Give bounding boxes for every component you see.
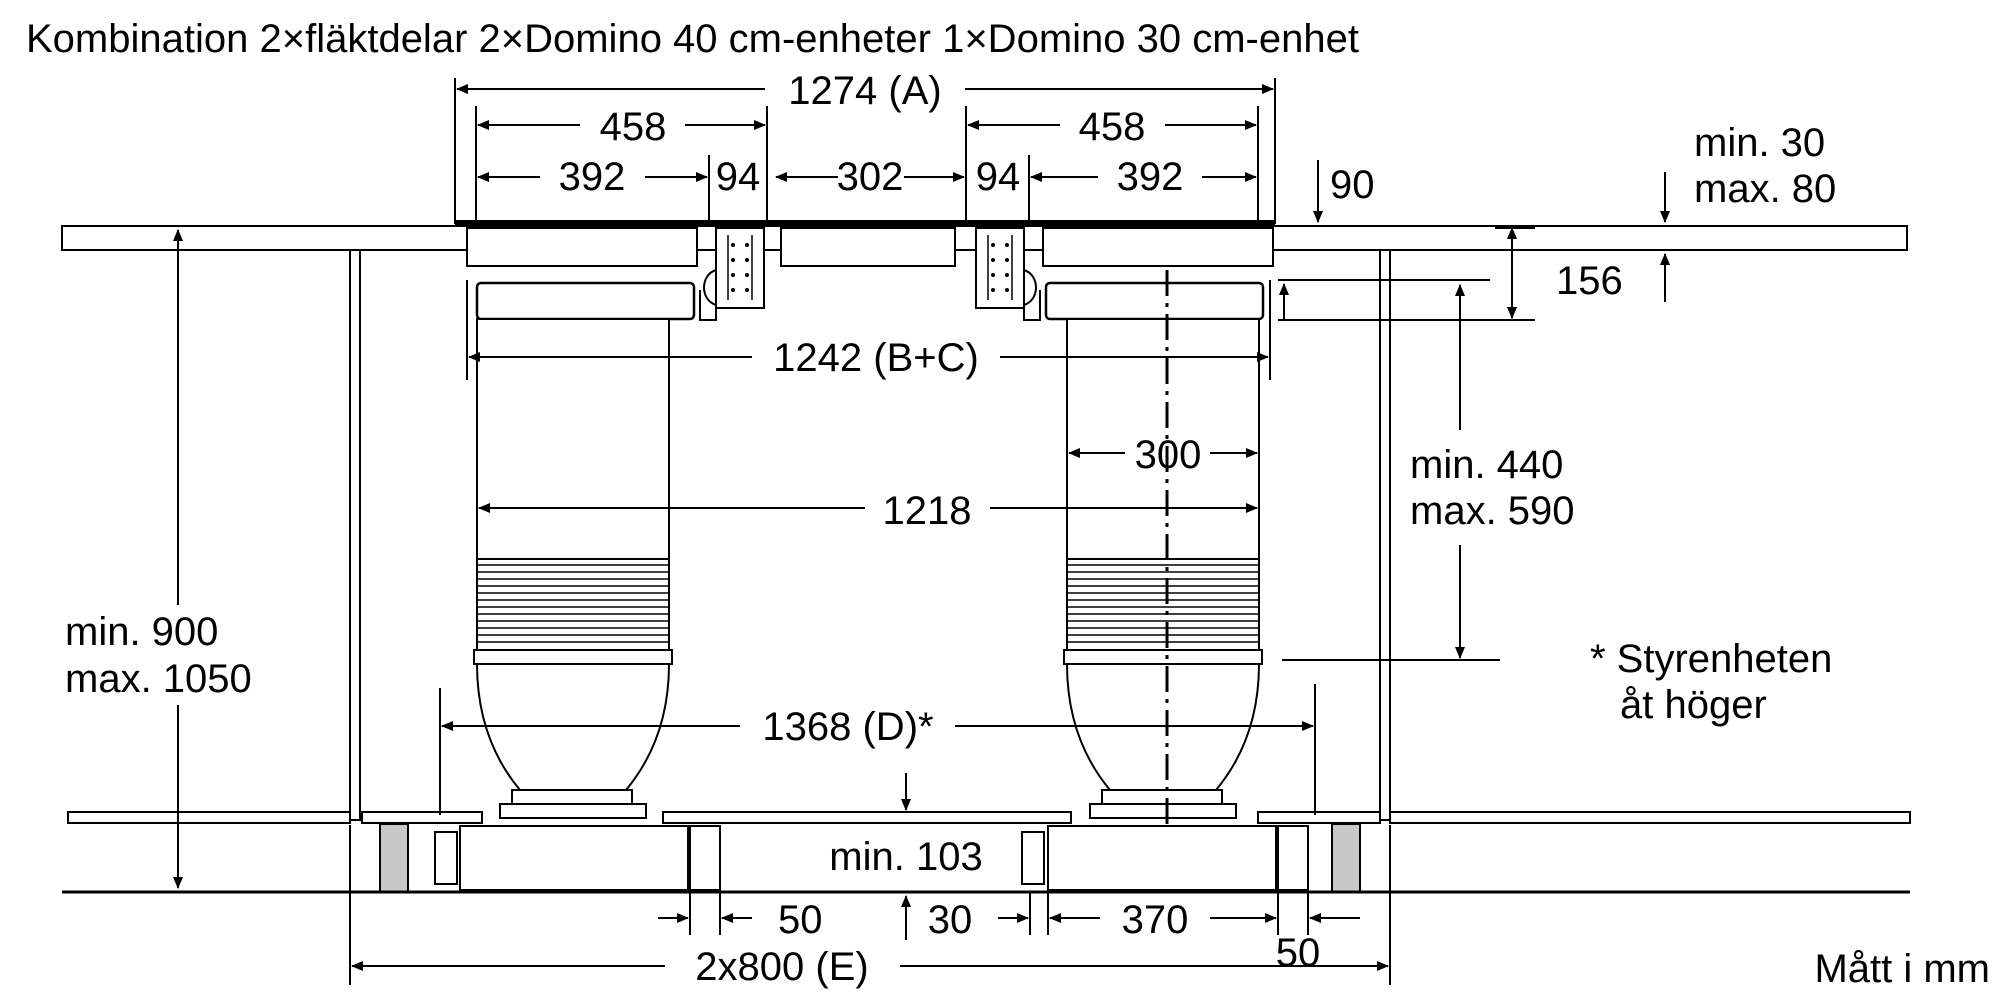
base-shelf-5	[1389, 811, 1911, 824]
dim-458-left: 458	[600, 105, 667, 149]
dim-94-left: 94	[716, 155, 761, 199]
dim-1368-d: 1368 (D)*	[762, 705, 933, 749]
dim-2x800-e: 2x800 (E)	[695, 945, 868, 989]
duct-bar-left	[475, 281, 696, 321]
dim-50-right: 50	[1276, 931, 1321, 975]
base-unit-left	[434, 825, 721, 891]
note-controller-line2: åt höger	[1620, 683, 1767, 727]
dim-vertical-max: max. 590	[1410, 489, 1575, 533]
dim-total-height-max: max. 1050	[65, 657, 252, 701]
hob-unit-center	[780, 227, 956, 267]
leg-right	[1331, 823, 1361, 893]
dimension-labels: 1274 (A) 458 458 392 94 302 94 392 90 mi…	[65, 69, 1836, 989]
base-shelf-3	[662, 811, 1072, 824]
duct-bar-right	[1044, 281, 1265, 321]
dim-countertop-max: max. 80	[1694, 167, 1836, 211]
dim-total-a: 1274 (A)	[788, 69, 941, 113]
cabinet-wall-left	[349, 249, 361, 821]
dim-94-right: 94	[976, 155, 1021, 199]
dim-base-min: min. 103	[829, 835, 982, 879]
dim-300: 300	[1135, 433, 1202, 477]
hob-unit-right	[1042, 227, 1274, 267]
cabinet-wall-right	[1379, 249, 1391, 821]
dim-1242-bc: 1242 (B+C)	[773, 336, 979, 380]
note-controller-line1: * Styrenheten	[1590, 637, 1832, 681]
dim-302: 302	[837, 155, 904, 199]
dim-90: 90	[1330, 163, 1375, 207]
hob-unit-left	[466, 227, 698, 267]
dim-392-left: 392	[559, 155, 626, 199]
dimension-lines	[173, 78, 1670, 985]
leg-left	[379, 823, 409, 893]
fan-vent-left	[699, 227, 765, 321]
dim-vertical-min: min. 440	[1410, 443, 1563, 487]
fan-column-right	[1063, 318, 1263, 819]
hob-glass	[455, 220, 1275, 227]
base-shelf-4	[1257, 811, 1381, 824]
dim-156: 156	[1556, 259, 1623, 303]
fan-column-left	[473, 318, 673, 819]
dim-30: 30	[928, 898, 973, 942]
base-shelf-2	[361, 811, 483, 824]
fan-vent-right	[975, 227, 1041, 321]
diagram-title: Kombination 2×fläktdelar 2×Domino 40 cm-…	[26, 17, 1359, 61]
dim-countertop-min: min. 30	[1694, 121, 1825, 165]
dim-392-right: 392	[1117, 155, 1184, 199]
base-unit-right	[1021, 825, 1309, 891]
note-units: Mått i mm	[1814, 947, 1990, 991]
dim-1218: 1218	[883, 489, 972, 533]
dim-370: 370	[1122, 898, 1189, 942]
dim-total-height-min: min. 900	[65, 610, 218, 654]
dim-458-right: 458	[1079, 105, 1146, 149]
base-shelf-1	[67, 811, 351, 824]
dim-50-left: 50	[778, 898, 823, 942]
